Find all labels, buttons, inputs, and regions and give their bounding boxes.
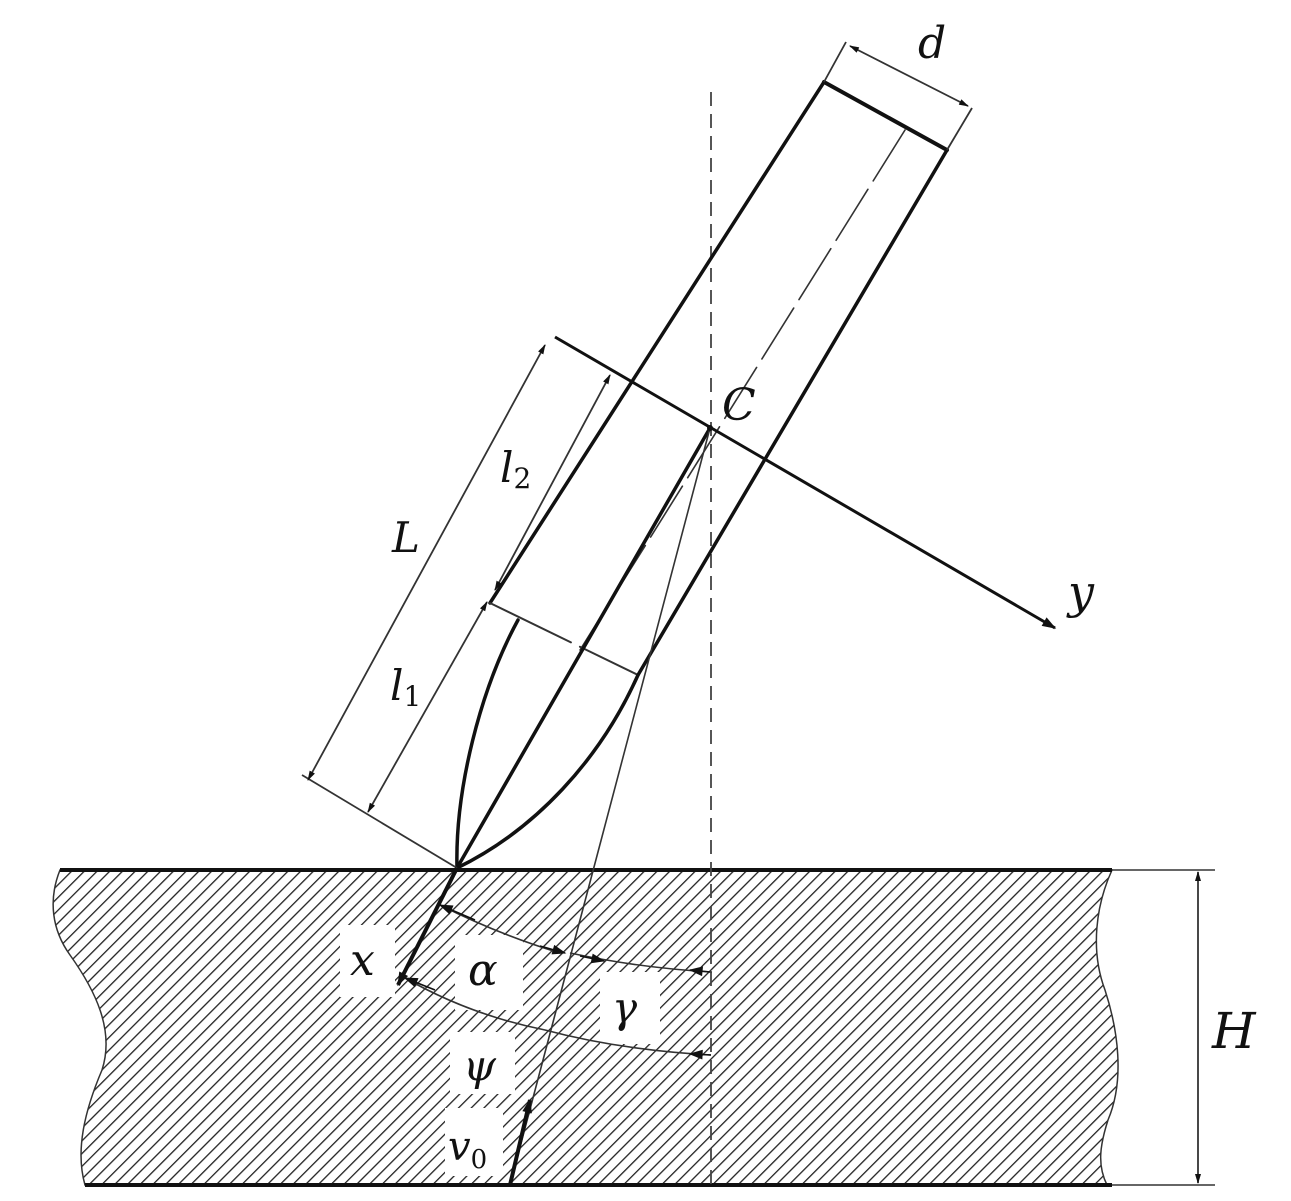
label-d: d [918,18,946,69]
label-gamma: γ [612,983,638,1032]
psi-arrow-right [688,1049,712,1060]
label-x: x [350,935,375,986]
alpha-arrow-right [539,944,567,955]
nose-center-line [455,426,712,870]
d-extension-right [946,107,973,151]
label-v0: v0 [448,1124,487,1175]
label-l1-sub: 1 [403,680,421,713]
psi-arc [404,977,712,1056]
d-dimension-line [849,45,969,107]
label-H: H [1211,1002,1257,1060]
label-box-x [340,925,395,997]
d-extension-left [823,41,847,83]
target-slab [52,869,1119,1186]
gamma-arrow-left [579,953,606,964]
v0-velocity-arrow [508,1098,532,1186]
projectile-rear-face [822,80,949,152]
label-l2-main: l [500,443,513,492]
label-box-gamma [600,972,660,1044]
x-axis-arrow [396,867,459,987]
label-l1-main: l [390,661,403,710]
dimension-H [1112,869,1215,1186]
label-psi: ψ [463,1041,497,1090]
gamma-arrow-right [688,966,711,977]
label-l1: l1 [390,661,421,713]
dimension-d [823,41,973,151]
label-v0-sub: 0 [471,1145,488,1175]
alpha-arrow-left [438,904,476,921]
label-alpha: α [468,945,498,996]
label-box-alpha [455,935,523,1010]
projectile-right-edge [636,148,949,677]
psi-arrow-left [403,977,436,991]
dimension-l1 [367,601,488,813]
point-C [707,425,713,431]
label-l2: l2 [500,443,531,495]
dimension-L [301,344,546,869]
label-C: C [722,380,756,431]
dimension-l2 [494,374,611,591]
nose-left-ogive [455,618,520,870]
label-L: L [391,513,420,562]
c-to-v0-line [509,427,711,1186]
nose-right-ogive [455,673,640,870]
label-box-psi [450,1032,515,1094]
label-y: y [1066,565,1095,619]
label-box-v0 [445,1108,503,1176]
y-axis-line [554,335,1057,630]
L-extension-bottom [301,774,458,869]
label-l2-sub: 2 [513,462,531,495]
projectile-left-edge [488,80,826,605]
label-v0-main: v [448,1124,471,1170]
nose-base-line [489,602,639,676]
